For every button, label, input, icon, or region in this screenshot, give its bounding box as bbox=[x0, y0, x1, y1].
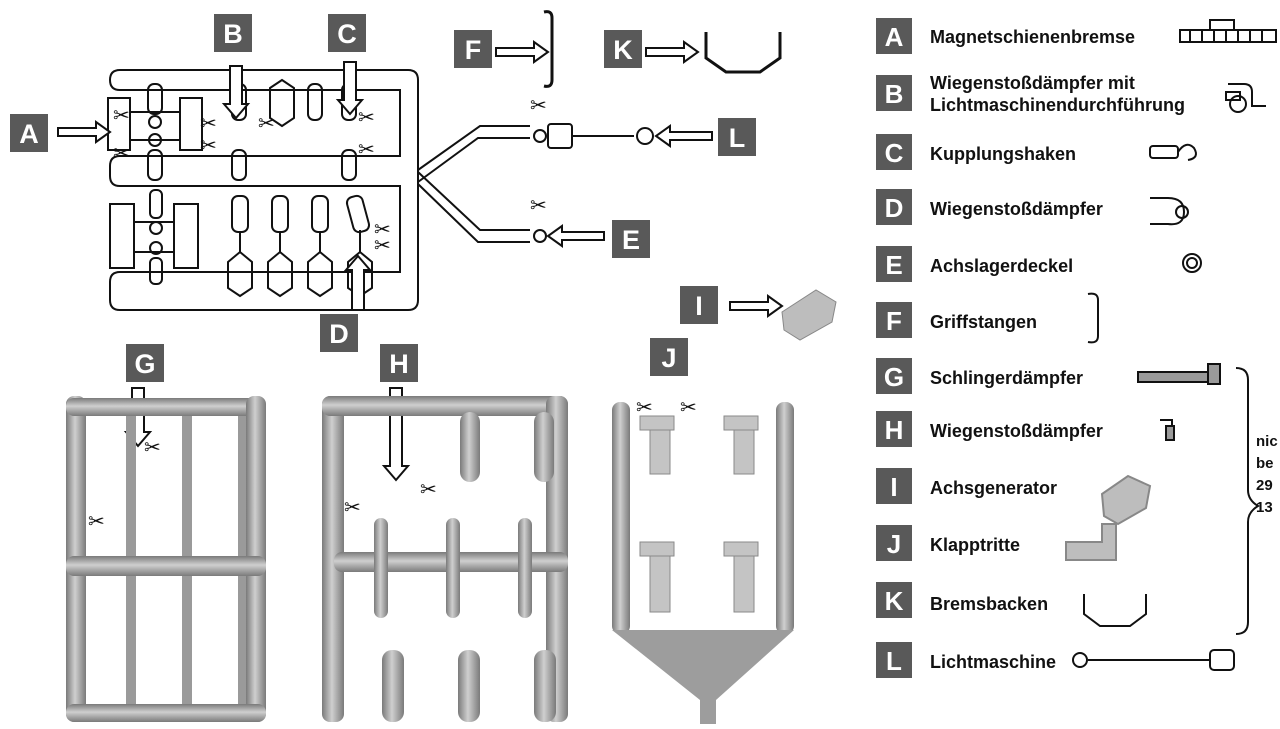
callout-i: I bbox=[695, 291, 703, 321]
callout-d: D bbox=[329, 319, 349, 349]
svg-text:✂: ✂ bbox=[680, 397, 697, 419]
svg-text:✂: ✂ bbox=[344, 497, 361, 519]
svg-text:✂: ✂ bbox=[113, 143, 130, 165]
shock-absorber-b-icon bbox=[1225, 83, 1266, 113]
svg-text:✂: ✂ bbox=[358, 107, 375, 129]
svg-text:✂: ✂ bbox=[636, 397, 653, 419]
scissors-icon: ✂✂ ✂✂ ✂ ✂✂ ✂✂ ✂✂ bbox=[113, 95, 547, 257]
legend-letter: G bbox=[884, 362, 904, 392]
callout-l: L bbox=[729, 123, 746, 153]
legend-letter: J bbox=[887, 529, 901, 559]
axle-cover-icon bbox=[1182, 253, 1202, 273]
brace-icon bbox=[1235, 367, 1260, 635]
scissors-icon: ✂ ✂ ✂ ✂ ✂ ✂ bbox=[88, 397, 697, 533]
callout-a: A bbox=[19, 119, 39, 149]
axle-generator-icon bbox=[1100, 474, 1152, 526]
sprue-photo-h bbox=[322, 396, 568, 722]
svg-text:✂: ✂ bbox=[374, 235, 391, 257]
svg-text:✂: ✂ bbox=[374, 219, 391, 241]
legend-name: Schlingerdämpfer bbox=[930, 368, 1083, 388]
legend-letter: A bbox=[885, 22, 904, 52]
legend-name: Lichtmaschinendurchführung bbox=[930, 95, 1185, 115]
coupling-hook-icon bbox=[1149, 143, 1197, 161]
svg-text:✂: ✂ bbox=[358, 139, 375, 161]
legend-letter: B bbox=[885, 79, 904, 109]
legend-letter: L bbox=[886, 646, 902, 676]
legend-name: Griffstangen bbox=[930, 312, 1037, 332]
svg-text:✂: ✂ bbox=[258, 113, 275, 135]
yaw-damper-icon bbox=[1137, 363, 1221, 385]
arrow-right-icon bbox=[57, 40, 784, 318]
magnetic-brake-icon bbox=[1179, 19, 1277, 43]
legend-letter: K bbox=[885, 586, 904, 616]
grab-handle-icon bbox=[1087, 292, 1099, 344]
legend-name: Achslagerdeckel bbox=[930, 256, 1073, 276]
legend-name: Bremsbacken bbox=[930, 594, 1048, 614]
callout-h: H bbox=[389, 349, 409, 379]
legend-name: Kupplungshaken bbox=[930, 144, 1076, 164]
folding-step-icon bbox=[1065, 523, 1117, 561]
generator-icon bbox=[1072, 649, 1235, 671]
side-note-line: 13 bbox=[1256, 499, 1273, 516]
axle-generator-photo bbox=[781, 289, 837, 341]
legend-name: Lichtmaschine bbox=[930, 652, 1056, 672]
legend-name: Achsgenerator bbox=[930, 478, 1057, 498]
svg-text:✂: ✂ bbox=[200, 113, 217, 135]
legend-letter: F bbox=[886, 306, 902, 336]
legend-name: Wiegenstoßdämpfer bbox=[930, 199, 1103, 219]
callout-b: B bbox=[223, 19, 243, 49]
legend-name: Wiegenstoßdämpfer mit bbox=[930, 73, 1135, 93]
grab-handle-drawing bbox=[543, 10, 554, 88]
legend-letter: D bbox=[885, 193, 904, 223]
svg-text:✂: ✂ bbox=[420, 479, 437, 501]
legend-name: Klapptritte bbox=[930, 535, 1020, 555]
legend-letter: I bbox=[890, 472, 897, 502]
parts-legend: A B C D E F G H I J K L Magnetschienenbr… bbox=[876, 18, 1278, 678]
callout-k: K bbox=[613, 35, 633, 65]
callout-e: E bbox=[622, 225, 640, 255]
side-note-line: nic bbox=[1256, 433, 1278, 450]
svg-text:✂: ✂ bbox=[200, 135, 217, 157]
legend-letter: E bbox=[885, 250, 902, 280]
brake-shoe-icon bbox=[1083, 594, 1147, 627]
side-note-line: be bbox=[1256, 455, 1274, 472]
legend-name: Wiegenstoßdämpfer bbox=[930, 421, 1103, 441]
callout-f: F bbox=[465, 35, 482, 65]
callout-g: G bbox=[134, 349, 155, 379]
svg-text:✂: ✂ bbox=[113, 105, 130, 127]
svg-text:✂: ✂ bbox=[530, 95, 547, 117]
legend-letter: C bbox=[885, 138, 904, 168]
sprue-photo-g bbox=[66, 396, 266, 722]
svg-text:✂: ✂ bbox=[88, 511, 105, 533]
brake-shoe-drawing bbox=[704, 32, 782, 74]
callout-labels bbox=[10, 14, 756, 382]
legend-letter: H bbox=[885, 415, 904, 445]
shock-absorber-h-icon bbox=[1160, 419, 1175, 441]
arrow-up-icon bbox=[343, 254, 373, 311]
arrow-left-icon bbox=[546, 124, 713, 248]
callout-j: J bbox=[661, 343, 676, 373]
sprue-frame-outline bbox=[107, 69, 654, 311]
callout-c: C bbox=[337, 19, 357, 49]
side-note-line: 29 bbox=[1256, 477, 1273, 494]
svg-text:✂: ✂ bbox=[530, 195, 547, 217]
legend-name: Magnetschienenbremse bbox=[930, 27, 1135, 47]
sprue-photo-j bbox=[612, 402, 794, 724]
shock-absorber-d-icon bbox=[1150, 197, 1189, 226]
svg-text:✂: ✂ bbox=[144, 437, 161, 459]
